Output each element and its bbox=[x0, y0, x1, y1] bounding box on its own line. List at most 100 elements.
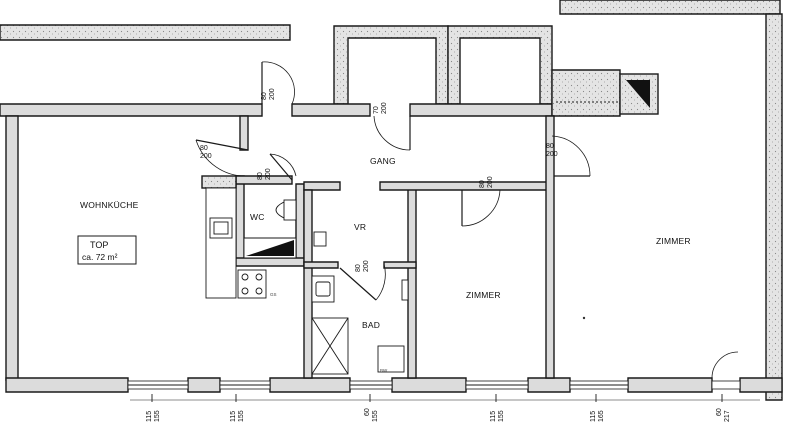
top-box bbox=[77, 235, 137, 265]
wall-top-right bbox=[559, 0, 781, 15]
door-dim-3: 80 200 bbox=[200, 145, 212, 160]
svg-text:165: 165 bbox=[598, 410, 605, 422]
wall-vr-north bbox=[303, 181, 341, 191]
washbasin-bowl bbox=[315, 281, 331, 297]
shaft-left bbox=[333, 25, 449, 105]
door-7-leaf bbox=[339, 267, 377, 301]
room-label-zimmer-right: ZIMMER bbox=[656, 236, 691, 246]
wall-vr-west bbox=[303, 189, 313, 379]
wall-north-4 bbox=[551, 69, 621, 117]
svg-text:80: 80 bbox=[200, 145, 208, 152]
svg-text:70: 70 bbox=[373, 106, 380, 114]
toilet-tank bbox=[283, 199, 297, 221]
svg-text:155: 155 bbox=[154, 410, 161, 422]
wall-north bbox=[0, 103, 263, 117]
wall-south-2 bbox=[187, 377, 221, 393]
svg-text:200: 200 bbox=[269, 88, 276, 100]
door-2-swing bbox=[261, 61, 295, 105]
svg-text:155: 155 bbox=[498, 410, 505, 422]
wall-gang-south bbox=[379, 181, 551, 191]
svg-text:80: 80 bbox=[355, 264, 362, 272]
door-dim-4: 80 200 bbox=[257, 168, 272, 180]
window-dim-5: 115 165 bbox=[590, 394, 605, 422]
door-4-leaf bbox=[269, 153, 293, 181]
zimmer-right-dot bbox=[582, 316, 586, 320]
window-dim-1: 115 155 bbox=[146, 394, 161, 422]
wall-zimmer-divider bbox=[545, 115, 555, 379]
door-6-swing bbox=[551, 135, 591, 177]
svg-text:200: 200 bbox=[381, 102, 388, 114]
svg-text:115: 115 bbox=[230, 411, 237, 422]
door-dim-7: 80 200 bbox=[355, 260, 370, 272]
toilet-bowl bbox=[275, 201, 285, 219]
svg-text:80: 80 bbox=[479, 180, 486, 188]
svg-text:155: 155 bbox=[372, 410, 379, 422]
wall-north-3 bbox=[409, 103, 553, 117]
svg-text:115: 115 bbox=[590, 411, 597, 422]
room-label-wohnkueche: WOHNKÜCHE bbox=[80, 200, 139, 210]
wall-south-7 bbox=[739, 377, 783, 393]
room-label-wc: WC bbox=[250, 212, 265, 222]
svg-text:80: 80 bbox=[261, 92, 268, 100]
door-1-leaf bbox=[195, 139, 249, 151]
kitchen-block-top bbox=[201, 175, 237, 189]
door-dim-5: 80 200 bbox=[479, 176, 494, 188]
wc-slope bbox=[246, 240, 294, 256]
svg-text:200: 200 bbox=[546, 151, 558, 158]
room-label-bad: BAD bbox=[362, 320, 380, 330]
svg-text:115: 115 bbox=[146, 411, 153, 422]
wall-wc-south bbox=[235, 257, 305, 267]
wall-south bbox=[5, 377, 129, 393]
window-dim-3: 60 155 bbox=[364, 394, 379, 422]
washing-machine bbox=[377, 345, 405, 373]
top-box-title: TOP bbox=[90, 240, 108, 250]
svg-text:60: 60 bbox=[364, 408, 371, 416]
cooker bbox=[237, 269, 267, 299]
wall-south-5 bbox=[527, 377, 571, 393]
svg-text:115: 115 bbox=[490, 411, 497, 422]
wall-north-2 bbox=[291, 103, 371, 117]
door-5-swing bbox=[461, 189, 501, 227]
svg-text:60: 60 bbox=[716, 408, 723, 416]
room-label-vr: VR bbox=[354, 222, 366, 232]
kitchen-counter bbox=[205, 187, 237, 299]
door-dim-6: 80 200 bbox=[546, 143, 558, 158]
shaft-middle bbox=[447, 25, 553, 105]
room-label-zimmer-mid: ZIMMER bbox=[466, 290, 501, 300]
wall-bad-north-a bbox=[303, 261, 339, 269]
wall-bad-north-b bbox=[383, 261, 417, 269]
wall-south-3 bbox=[269, 377, 351, 393]
svg-text:200: 200 bbox=[487, 176, 494, 188]
wall-vr-east bbox=[407, 187, 417, 379]
wall-wc-east bbox=[295, 183, 305, 263]
window-dim-6: 60 217 bbox=[716, 394, 731, 422]
window-6 bbox=[711, 380, 741, 390]
wall-west bbox=[5, 115, 19, 381]
svg-text:80: 80 bbox=[257, 172, 264, 180]
chimney-flue bbox=[626, 80, 650, 108]
door-7-swing bbox=[375, 263, 386, 301]
door-1-swing bbox=[195, 139, 249, 177]
svg-text:200: 200 bbox=[200, 153, 212, 160]
wall-kitchen-east bbox=[239, 115, 249, 151]
window-dim-2: 115 155 bbox=[230, 394, 245, 422]
wall-wc-west bbox=[235, 175, 245, 263]
door-4-swing bbox=[269, 153, 297, 177]
vr-basin bbox=[313, 231, 327, 247]
wall-wc-north bbox=[235, 175, 293, 185]
svg-text:200: 200 bbox=[265, 168, 272, 180]
bad-dim: BW bbox=[380, 368, 388, 373]
svg-text:217: 217 bbox=[724, 410, 731, 422]
svg-text:200: 200 bbox=[363, 260, 370, 272]
svg-text:80: 80 bbox=[546, 143, 554, 150]
wall-south-6 bbox=[627, 377, 713, 393]
window-dim-4: 115 155 bbox=[490, 394, 505, 422]
sink-bowl bbox=[213, 221, 229, 235]
room-label-gang: GANG bbox=[370, 156, 396, 166]
wall-right-outer bbox=[765, 13, 783, 401]
wall-south-4 bbox=[391, 377, 467, 393]
top-box-area: ca. 72 m² bbox=[82, 252, 118, 262]
wall-top-left bbox=[0, 24, 291, 41]
door-3-swing bbox=[373, 115, 411, 151]
